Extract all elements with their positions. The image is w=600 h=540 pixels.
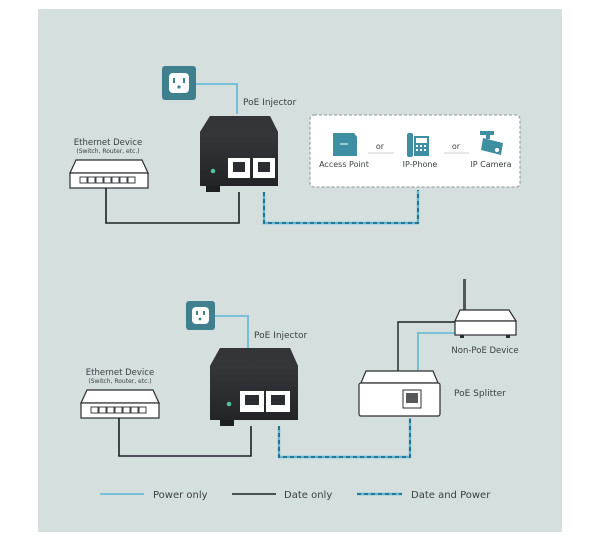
led-icon	[226, 401, 232, 407]
device-label-access-point: Access Point	[319, 160, 369, 169]
data-line	[397, 321, 455, 371]
legend-item-power-only: Power only	[100, 490, 208, 501]
ethernet-device-label: Ethernet Device	[86, 368, 154, 378]
data-power-line-dash	[263, 190, 419, 224]
device-label-ip-phone: IP-Phone	[403, 160, 438, 169]
ethernet-switch-icon	[80, 389, 160, 419]
device-label-ip-camera: IP Camera	[470, 160, 511, 169]
data-power-line	[277, 418, 412, 459]
ip-phone-icon	[407, 133, 429, 157]
data-power-line-dash	[278, 418, 411, 458]
poe-splitter-icon	[358, 370, 441, 417]
access-point-icon	[333, 133, 357, 156]
power-line	[196, 83, 238, 114]
ethernet-device-sublabel: (Switch, Router, etc.)	[88, 378, 151, 385]
legend-label: Date and Power	[411, 490, 491, 501]
led-icon	[210, 168, 216, 174]
power-outlet-icon	[162, 66, 196, 100]
data-line	[105, 188, 240, 224]
legend-item-data-only: Date only	[232, 490, 332, 501]
power-line	[417, 332, 455, 371]
ethernet-switch-icon	[69, 159, 149, 189]
diagram-panel	[38, 9, 562, 532]
power-line	[215, 315, 249, 350]
data-line	[118, 418, 252, 457]
or-separator: or	[452, 142, 461, 151]
top-scenario: PoE Injector Ethernet Device (Switch, Ro…	[69, 66, 521, 225]
poe-injector	[200, 116, 278, 192]
ethernet-device-label: Ethernet Device	[74, 138, 142, 148]
ethernet-device-sublabel: (Switch, Router, etc.)	[76, 148, 139, 155]
data-power-line	[262, 190, 420, 225]
poe-injector	[210, 348, 298, 426]
non-poe-device-label: Non-PoE Device	[451, 346, 518, 356]
bottom-scenario: PoE Injector Ethernet Device (Switch, Ro…	[80, 279, 519, 459]
legend: Power only Date only Date and Power	[100, 490, 491, 501]
splitter-label: PoE Splitter	[454, 389, 506, 399]
legend-label: Date only	[284, 490, 332, 501]
or-separator: or	[376, 142, 385, 151]
ip-camera-icon	[480, 131, 503, 155]
legend-item-data-and-power: Date and Power	[357, 490, 491, 501]
injector-label: PoE Injector	[254, 331, 308, 341]
legend-label: Power only	[153, 490, 208, 501]
power-outlet-icon	[186, 301, 215, 330]
injector-label: PoE Injector	[243, 98, 297, 108]
router-icon	[454, 279, 518, 338]
